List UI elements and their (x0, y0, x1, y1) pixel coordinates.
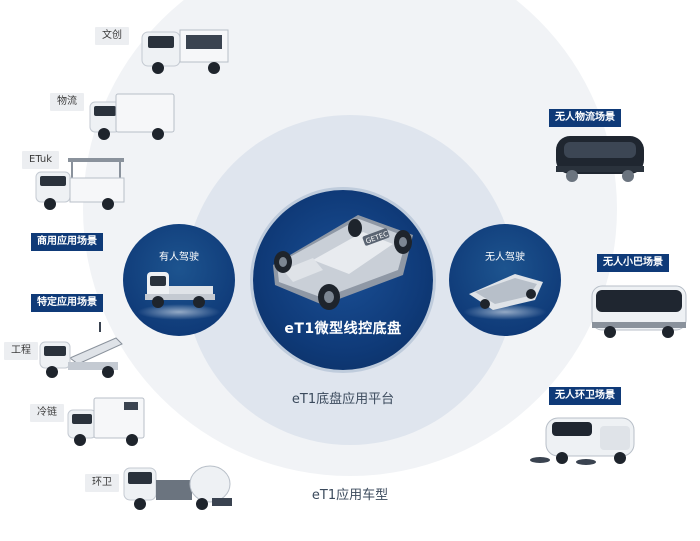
cultural-vehicle-image (141, 29, 229, 74)
unmanned-driving-circle: 无人驾驶 (449, 224, 561, 336)
sanitation-vehicle-image (123, 465, 232, 510)
platform-label: eT1底盘应用平台 (291, 392, 395, 407)
tag-unmanned-sanitation: 无人环卫场景 (549, 387, 621, 405)
tag-cultural: 文创 (95, 27, 129, 45)
unmanned-bus-image (591, 285, 687, 338)
tag-unmanned-bus: 无人小巴场景 (597, 254, 669, 272)
tag-commercial-scenario: 商用应用场景 (31, 233, 103, 251)
chassis-image: GETEC (273, 215, 413, 310)
unmanned-vehicle-image (469, 274, 543, 310)
tag-engineering: 工程 (4, 342, 38, 360)
tag-unmanned-logistics: 无人物流场景 (549, 109, 621, 127)
tag-sanitation: 环卫 (85, 474, 119, 492)
tag-etuk: ETuk (22, 151, 60, 169)
center-title: eT1微型线控底盘 (284, 321, 402, 337)
center-hub: GETEC (253, 190, 433, 370)
unmanned-logistics-vehicle-image (556, 136, 644, 182)
tag-special-scenario: 特定应用场景 (31, 294, 103, 312)
engineering-vehicle-image (39, 322, 123, 378)
cold-chain-vehicle-image (67, 397, 145, 446)
unmanned-driving-label: 无人驾驶 (485, 252, 525, 263)
tag-logistics: 物流 (50, 93, 84, 111)
etuk-vehicle-image (35, 158, 125, 210)
unmanned-sanitation-vehicle-image (530, 417, 635, 465)
tag-cold-chain: 冷链 (30, 404, 64, 422)
vehicle-types-label: eT1应用车型 (311, 488, 389, 503)
manned-driving-label: 有人驾驶 (159, 252, 199, 263)
manned-driving-circle: 有人驾驶 (123, 224, 235, 336)
manned-truck-image (145, 272, 215, 308)
logistics-vehicle-image (89, 93, 175, 140)
